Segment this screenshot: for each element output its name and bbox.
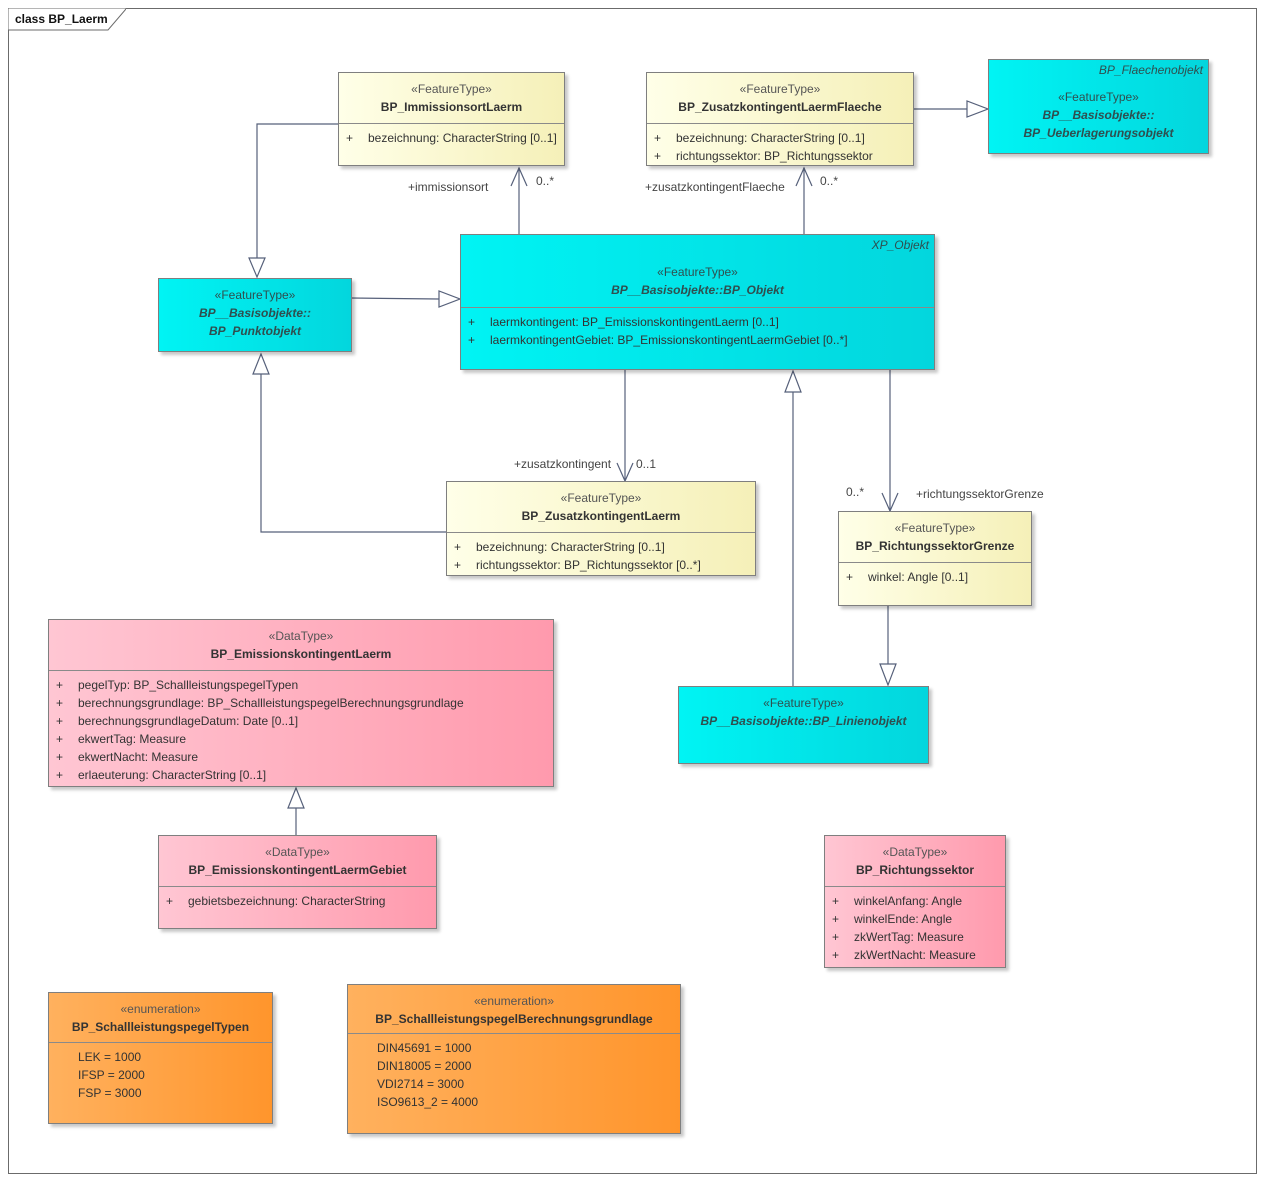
gen-emission-arrowhead — [287, 786, 305, 809]
stereotype: «DataType» — [265, 845, 330, 859]
stereotype: «enumeration» — [120, 1002, 201, 1016]
class-name: BP_ZusatzkontingentLaermFlaeche — [678, 100, 882, 114]
attribute: +ekwertNacht: Measure — [56, 750, 199, 764]
enum-literal: IFSP = 2000 — [78, 1068, 145, 1082]
role-zusatzkontingentflaeche: +zusatzkontingentFlaeche — [645, 180, 785, 194]
class-name: BP_ZusatzkontingentLaerm — [521, 509, 681, 523]
class-name: BP_Richtungssektor — [855, 863, 975, 877]
attribute: +berechnungsgrundlageDatum: Date [0..1] — [56, 714, 299, 728]
attribute: +pegelTyp: BP_SchallleistungspegelTypen — [56, 678, 299, 692]
enum-literal: VDI2714 = 3000 — [377, 1077, 465, 1091]
enum-literal: ISO9613_2 = 4000 — [377, 1095, 479, 1109]
assoc-zusatzflaeche-arrow — [795, 166, 813, 187]
stereotype: «FeatureType» — [214, 288, 296, 302]
gen-linienobjekt-arrowhead — [784, 369, 802, 393]
class-bp-zusatzkontingentlaerm[interactable]: «FeatureType» BP_ZusatzkontingentLaerm +… — [446, 481, 756, 576]
stereotype: «FeatureType» — [560, 491, 642, 505]
attribute: +winkel: Angle [0..1] — [846, 570, 969, 584]
attribute: +laermkontingentGebiet: BP_Emissionskont… — [468, 333, 848, 347]
gen-punktobjekt-line — [350, 297, 440, 300]
stereotype: «FeatureType» — [894, 521, 976, 535]
class-name: BP_RichtungssektorGrenze — [855, 539, 1015, 553]
enum-literal: LEK = 1000 — [78, 1050, 142, 1064]
attribute: +berechnungsgrundlage: BP_Schallleistung… — [56, 696, 464, 710]
assoc-immissionsort-arrow — [510, 166, 528, 187]
mult-zusatzkontingent: 0..1 — [636, 457, 657, 471]
stereotype: «FeatureType» — [1058, 90, 1139, 104]
role-immissionsort: +immissionsort — [408, 180, 489, 194]
gen-zusatzkontingent-arrowhead — [252, 352, 270, 375]
enum-literal: FSP = 3000 — [78, 1086, 142, 1100]
stereotype: «DataType» — [882, 845, 948, 859]
enum-name: BP_SchallleistungspegelBerechnungsgrundl… — [375, 1012, 653, 1026]
enum-name: BP_SchallleistungspegelTypen — [71, 1020, 250, 1034]
attribute: +bezeichnung: CharacterString [0..1] — [346, 131, 557, 145]
attribute: +richtungssektor: BP_Richtungssektor — [654, 149, 873, 163]
class-name-part: BP__Basisobjekte:: — [1042, 108, 1155, 122]
parent-class: BP_Flaechenobjekt — [1098, 63, 1203, 77]
mult-richtungssektorgrenze: 0..* — [846, 485, 865, 499]
class-name-part: BP__Basisobjekte:: — [198, 306, 312, 320]
attribute: +gebietsbezeichnung: CharacterString — [166, 894, 386, 908]
parent-class: XP_Objekt — [871, 238, 929, 252]
gen-zusatzflaeche-arrowhead — [966, 100, 990, 118]
attribute: +zkWertNacht: Measure — [832, 948, 976, 962]
class-bp-richtungssektor[interactable]: «DataType» BP_Richtungssektor +winkelAnf… — [824, 835, 1006, 968]
class-bp-richtungssektorgrenze[interactable]: «FeatureType» BP_RichtungssektorGrenze +… — [838, 511, 1032, 606]
role-zusatzkontingent: +zusatzkontingent — [514, 457, 612, 471]
stereotype: «FeatureType» — [657, 265, 738, 279]
attribute: +erlaeuterung: CharacterString [0..1] — [56, 768, 267, 782]
class-name: BP_EmissionskontingentLaerm — [210, 647, 392, 661]
stereotype: «FeatureType» — [411, 82, 492, 96]
attribute: +zkWertTag: Measure — [832, 930, 964, 944]
diagram-frame — [8, 8, 1257, 1174]
stereotype: «enumeration» — [473, 994, 555, 1008]
class-bp-ueberlagerungsobjekt[interactable]: BP_Flaechenobjekt «FeatureType» BP__Basi… — [988, 59, 1209, 154]
class-bp-emissionskontingentlaermgebiet[interactable]: «DataType» BP_EmissionskontingentLaermGe… — [158, 835, 437, 929]
attribute: +laermkontingent: BP_Emissionskontingent… — [468, 315, 779, 329]
class-name: BP_EmissionskontingentLaermGebiet — [188, 863, 407, 877]
role-richtungssektorgrenze: +richtungssektorGrenze — [916, 487, 1044, 501]
class-name-part: BP_Ueberlagerungsobjekt — [1023, 126, 1174, 140]
stereotype: «FeatureType» — [739, 82, 821, 96]
attribute: +winkelEnde: Angle — [832, 912, 953, 926]
mult-immissionsort: 0..* — [536, 174, 555, 188]
attribute: +richtungssektor: BP_Richtungssektor [0.… — [454, 558, 701, 572]
gen-zusatzkontingent-line — [260, 374, 446, 533]
class-name-part: BP_Punktobjekt — [208, 324, 301, 338]
class-name: BP__Basisobjekte::BP_Objekt — [611, 283, 784, 297]
enum-bp-schallleistungspegelberechnungsgrundlage[interactable]: «enumeration» BP_SchallleistungspegelBer… — [347, 984, 681, 1134]
enum-literal: DIN45691 = 1000 — [377, 1041, 472, 1055]
class-bp-emissionskontingentlaerm[interactable]: «DataType» BP_EmissionskontingentLaerm +… — [48, 619, 554, 787]
frame-tab — [8, 8, 126, 31]
attribute: +bezeichnung: CharacterString [0..1] — [654, 131, 865, 145]
class-name: BP__Basisobjekte::BP_Linienobjekt — [700, 714, 907, 728]
class-name: BP_ImmissionsortLaerm — [380, 100, 523, 114]
enum-literal: DIN18005 = 2000 — [377, 1059, 472, 1073]
enum-bp-schallleistungspegeltypen[interactable]: «enumeration» BP_SchallleistungspegelTyp… — [48, 992, 273, 1124]
mult-zusatzkontingentflaeche: 0..* — [820, 174, 839, 188]
stereotype: «FeatureType» — [763, 696, 844, 710]
diagram-title: class BP_Laerm — [15, 12, 108, 26]
gen-punktobjekt-arrowhead — [438, 290, 462, 308]
attribute: +ekwertTag: Measure — [56, 732, 187, 746]
attribute: +bezeichnung: CharacterString [0..1] — [454, 540, 665, 554]
class-bp-zusatzkontingentlaermflaeche[interactable]: «FeatureType» BP_ZusatzkontingentLaermFl… — [646, 72, 914, 166]
gen-immissionsort-arrowhead — [248, 257, 266, 279]
gen-grenze-arrowhead — [879, 663, 897, 687]
class-bp-punktobjekt[interactable]: «FeatureType» BP__Basisobjekte:: BP_Punk… — [158, 278, 352, 352]
class-bp-linienobjekt[interactable]: «FeatureType» BP__Basisobjekte::BP_Linie… — [678, 686, 929, 764]
stereotype: «DataType» — [268, 629, 334, 643]
gen-immissionsort-line — [256, 123, 338, 258]
class-bp-immissionsortlaerm[interactable]: «FeatureType» BP_ImmissionsortLaerm +bez… — [338, 72, 565, 166]
attribute: +winkelAnfang: Angle — [832, 894, 963, 908]
class-bp-objekt[interactable]: XP_Objekt «FeatureType» BP__Basisobjekte… — [460, 234, 935, 370]
